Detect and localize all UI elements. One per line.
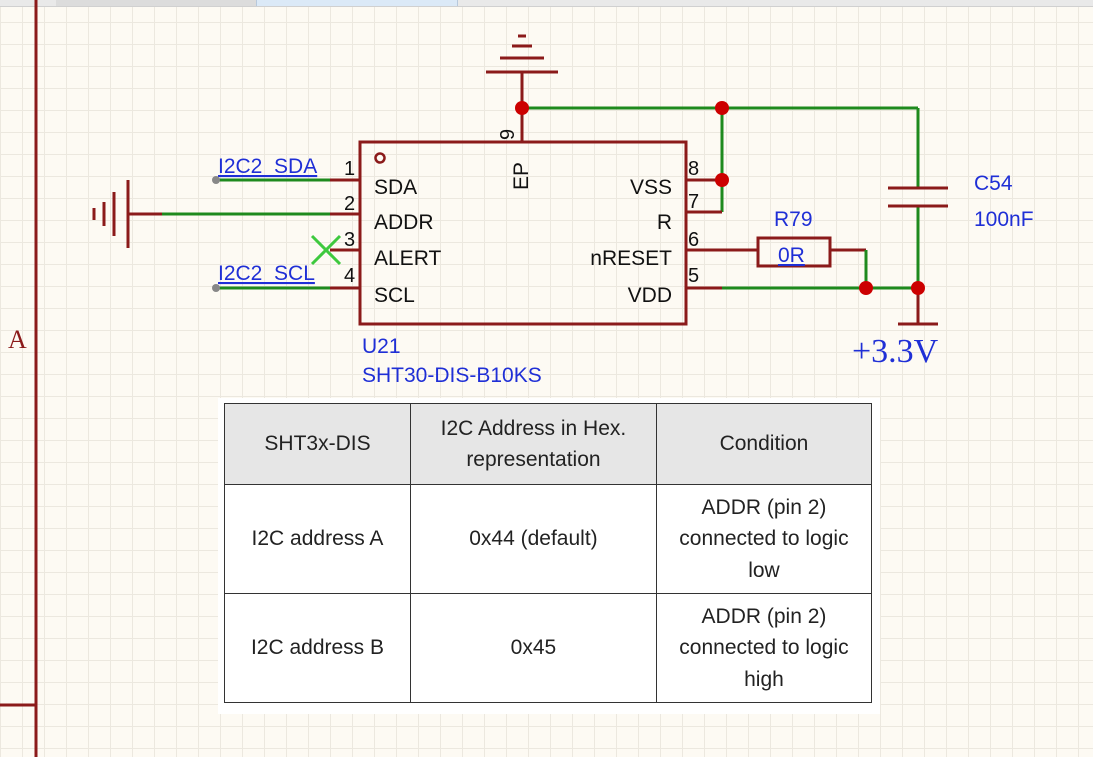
- ic-part-number[interactable]: SHT30-DIS-B10KS: [362, 364, 542, 387]
- table-row: I2C address A 0x44 (default) ADDR (pin 2…: [224, 484, 873, 594]
- pin-number: 5: [688, 265, 699, 287]
- pin-name: ALERT: [374, 247, 441, 270]
- no-connect-marker: [310, 234, 342, 266]
- document-tab-strip: [0, 0, 1093, 7]
- junction-dots: [515, 101, 925, 295]
- capacitor-value[interactable]: 100nF: [974, 208, 1034, 231]
- table-cell: 0x45: [409, 593, 657, 703]
- pin-name: SCL: [374, 284, 415, 307]
- pin-name: SDA: [374, 176, 417, 199]
- table-header-cell: I2C Address in Hex. representation: [409, 403, 657, 485]
- pin-number: 8: [688, 158, 699, 180]
- table-cell: ADDR (pin 2) connected to logic high: [655, 593, 873, 703]
- capacitor-c54[interactable]: [888, 186, 948, 208]
- sheet-border: [0, 0, 38, 757]
- table-row: I2C address B 0x45 ADDR (pin 2) connecte…: [224, 593, 873, 703]
- ground-symbol-left: [92, 180, 162, 248]
- sheet-zone-label: A: [8, 325, 27, 354]
- pin-name: VDD: [628, 284, 672, 307]
- pin-name: ADDR: [374, 211, 434, 234]
- resistor-r79[interactable]: [722, 236, 866, 268]
- ic-pins: [330, 108, 722, 290]
- table-cell: I2C address B: [224, 593, 411, 703]
- pin-number: 4: [344, 265, 355, 287]
- table-header-row: SHT3x-DIS I2C Address in Hex. representa…: [224, 403, 873, 485]
- ground-symbol-top: [486, 34, 558, 108]
- pin-name: EP: [510, 162, 533, 190]
- net-label-anchor: [212, 176, 220, 184]
- pin-number: 6: [688, 229, 699, 251]
- document-tab-active[interactable]: [256, 0, 458, 6]
- ic-designator[interactable]: U21: [362, 335, 401, 358]
- pin-number: 2: [344, 193, 355, 215]
- net-label-scl[interactable]: I2C2_SCL: [218, 262, 315, 285]
- junction-dot: [715, 101, 729, 115]
- i2c-address-table: SHT3x-DIS I2C Address in Hex. representa…: [224, 403, 873, 703]
- junction-dot: [715, 173, 729, 187]
- power-label[interactable]: +3.3V: [852, 333, 939, 370]
- table-cell: ADDR (pin 2) connected to logic low: [655, 484, 873, 594]
- net-label-anchor: [212, 284, 220, 292]
- junction-dot: [515, 101, 529, 115]
- table-header-cell: SHT3x-DIS: [224, 403, 411, 485]
- capacitor-designator[interactable]: C54: [974, 172, 1013, 195]
- table-header-cell: Condition: [655, 403, 873, 485]
- junction-dot: [911, 281, 925, 295]
- junction-dot: [859, 281, 873, 295]
- table-cell: I2C address A: [224, 484, 411, 594]
- pin-name: nRESET: [590, 247, 672, 270]
- pin1-marker: [374, 152, 386, 164]
- document-tab[interactable]: [56, 0, 256, 6]
- pin-number: 3: [344, 229, 355, 251]
- net-label-sda[interactable]: I2C2_SDA: [218, 155, 317, 178]
- table-cell: 0x44 (default): [409, 484, 657, 594]
- resistor-value[interactable]: 0R: [778, 244, 805, 267]
- pin-number: 7: [688, 191, 699, 213]
- pin-name: VSS: [630, 176, 672, 199]
- pin-number: 1: [344, 158, 355, 180]
- pin-name: R: [657, 211, 672, 234]
- resistor-designator[interactable]: R79: [774, 208, 813, 231]
- pin-number: 9: [497, 129, 519, 140]
